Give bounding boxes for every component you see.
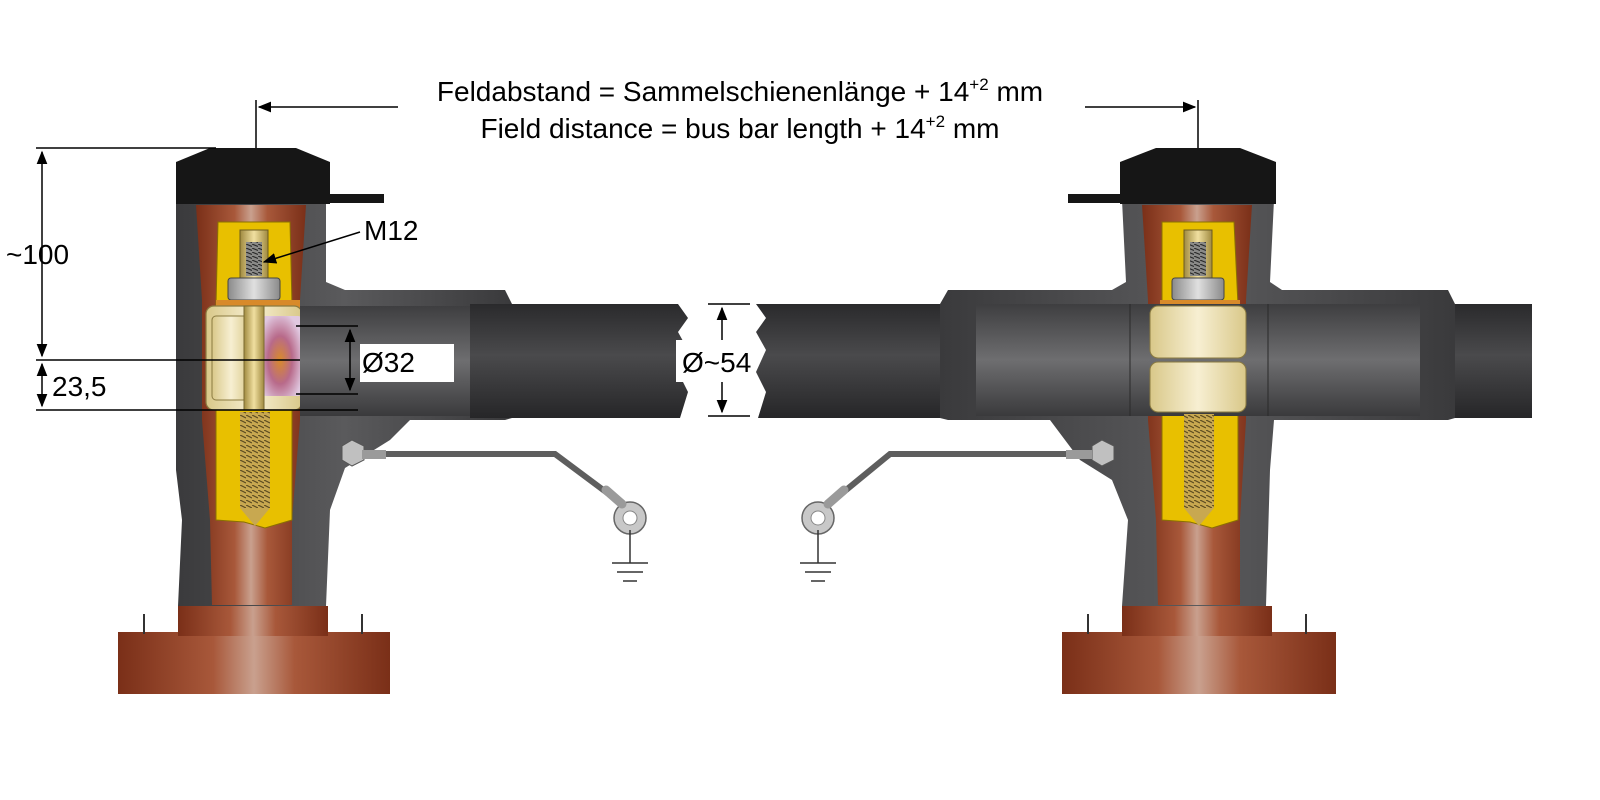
header-line-english: Field distance = bus bar length + 14	[480, 113, 925, 144]
right-lower-stud	[1184, 414, 1214, 508]
field-distance-dimension	[255, 100, 1199, 148]
left-ground-cable	[341, 439, 648, 582]
left-cap	[176, 148, 330, 204]
busbar-left-segment	[470, 304, 688, 418]
height-dimension	[36, 147, 358, 411]
right-ground-cable	[800, 439, 1115, 582]
busbar-diameter-label: Ø~54	[682, 347, 751, 378]
left-connector	[118, 148, 512, 694]
insulation-diameter-label: Ø32	[362, 347, 415, 378]
right-cap	[1120, 148, 1276, 204]
right-connector	[940, 148, 1455, 694]
left-cap-tab	[326, 194, 384, 203]
svg-text:Feldabstand = Sammelschienenlä: Feldabstand = Sammelschienenlänge + 14+2…	[437, 75, 1043, 107]
header-unit-en: mm	[953, 113, 1000, 144]
thread-leader	[262, 231, 361, 264]
axis-height-label: 23,5	[52, 371, 107, 402]
header-text: Feldabstand = Sammelschienenlänge + 14+2…	[437, 75, 1043, 144]
left-base-plate	[118, 632, 390, 694]
header-line-german: Feldabstand = Sammelschienenlänge + 14	[437, 76, 969, 107]
header-tolerance-en: +2	[926, 112, 945, 131]
left-earth-symbol	[612, 530, 648, 582]
height-label: ~100	[6, 239, 69, 270]
header-tolerance-de: +2	[969, 75, 988, 94]
right-base-plate	[1062, 632, 1336, 694]
left-lower-stud	[240, 412, 270, 508]
insulation-diameter-dimension	[296, 325, 358, 395]
left-m12-thread	[246, 242, 262, 276]
left-plug	[262, 316, 302, 396]
right-contact-upper	[1149, 305, 1247, 359]
right-contact-lower	[1149, 361, 1247, 413]
right-earth-symbol	[800, 530, 836, 582]
header-unit-de: mm	[996, 76, 1043, 107]
right-cap-tab	[1068, 194, 1124, 203]
thread-label: M12	[364, 215, 418, 246]
svg-text:Field distance = bus bar lengt: Field distance = bus bar length + 14+2 m…	[480, 112, 999, 144]
